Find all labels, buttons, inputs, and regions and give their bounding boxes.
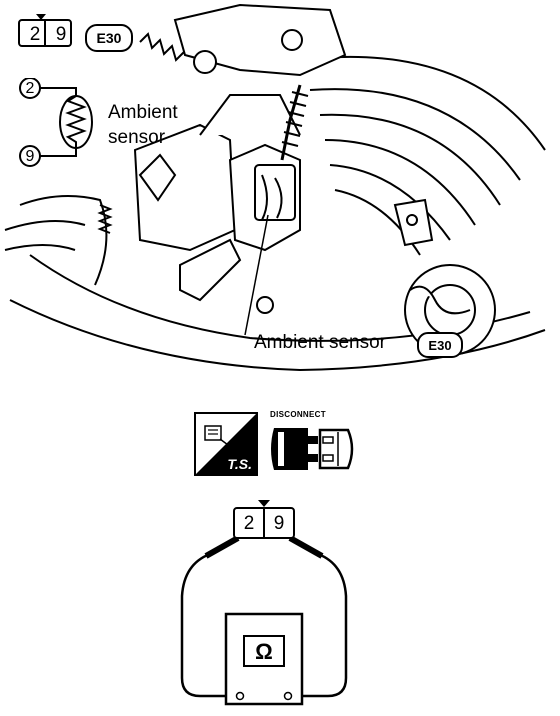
schematic-sensor-label-line2: sensor — [108, 127, 166, 148]
meter-connector-pin-9-label: 9 — [273, 513, 285, 534]
ohm-symbol: Ω — [255, 639, 273, 664]
ambient-sensor-schematic — [19, 78, 93, 167]
schematic-sensor-label-line1: Ambient — [108, 102, 178, 123]
ambient-sensor-callout: Ambient sensor — [254, 332, 387, 353]
callout-connector-badge: E30 — [417, 332, 463, 358]
callout-connector-label: E30 — [428, 337, 452, 353]
ignition-switch-icon: T.S. — [194, 412, 258, 476]
disconnect-connector-icon — [271, 428, 354, 470]
connector-pin-box — [18, 14, 72, 47]
connector-pin-9-label: 9 — [55, 24, 67, 45]
disconnect-label: DISCONNECT — [270, 410, 326, 419]
connector-code-label: E30 — [96, 30, 122, 46]
ts-label: T.S. — [227, 456, 252, 472]
engine-bay-illustration — [4, 3, 546, 372]
connector-pin-2-label: 2 — [29, 24, 41, 45]
schematic-pin-top-label: 2 — [25, 80, 35, 97]
ohmmeter-circuit — [180, 500, 348, 706]
schematic-pin-bottom-label: 9 — [25, 148, 35, 165]
connector-code-badge: E30 — [85, 24, 133, 52]
meter-connector-pin-2-label: 2 — [243, 513, 255, 534]
